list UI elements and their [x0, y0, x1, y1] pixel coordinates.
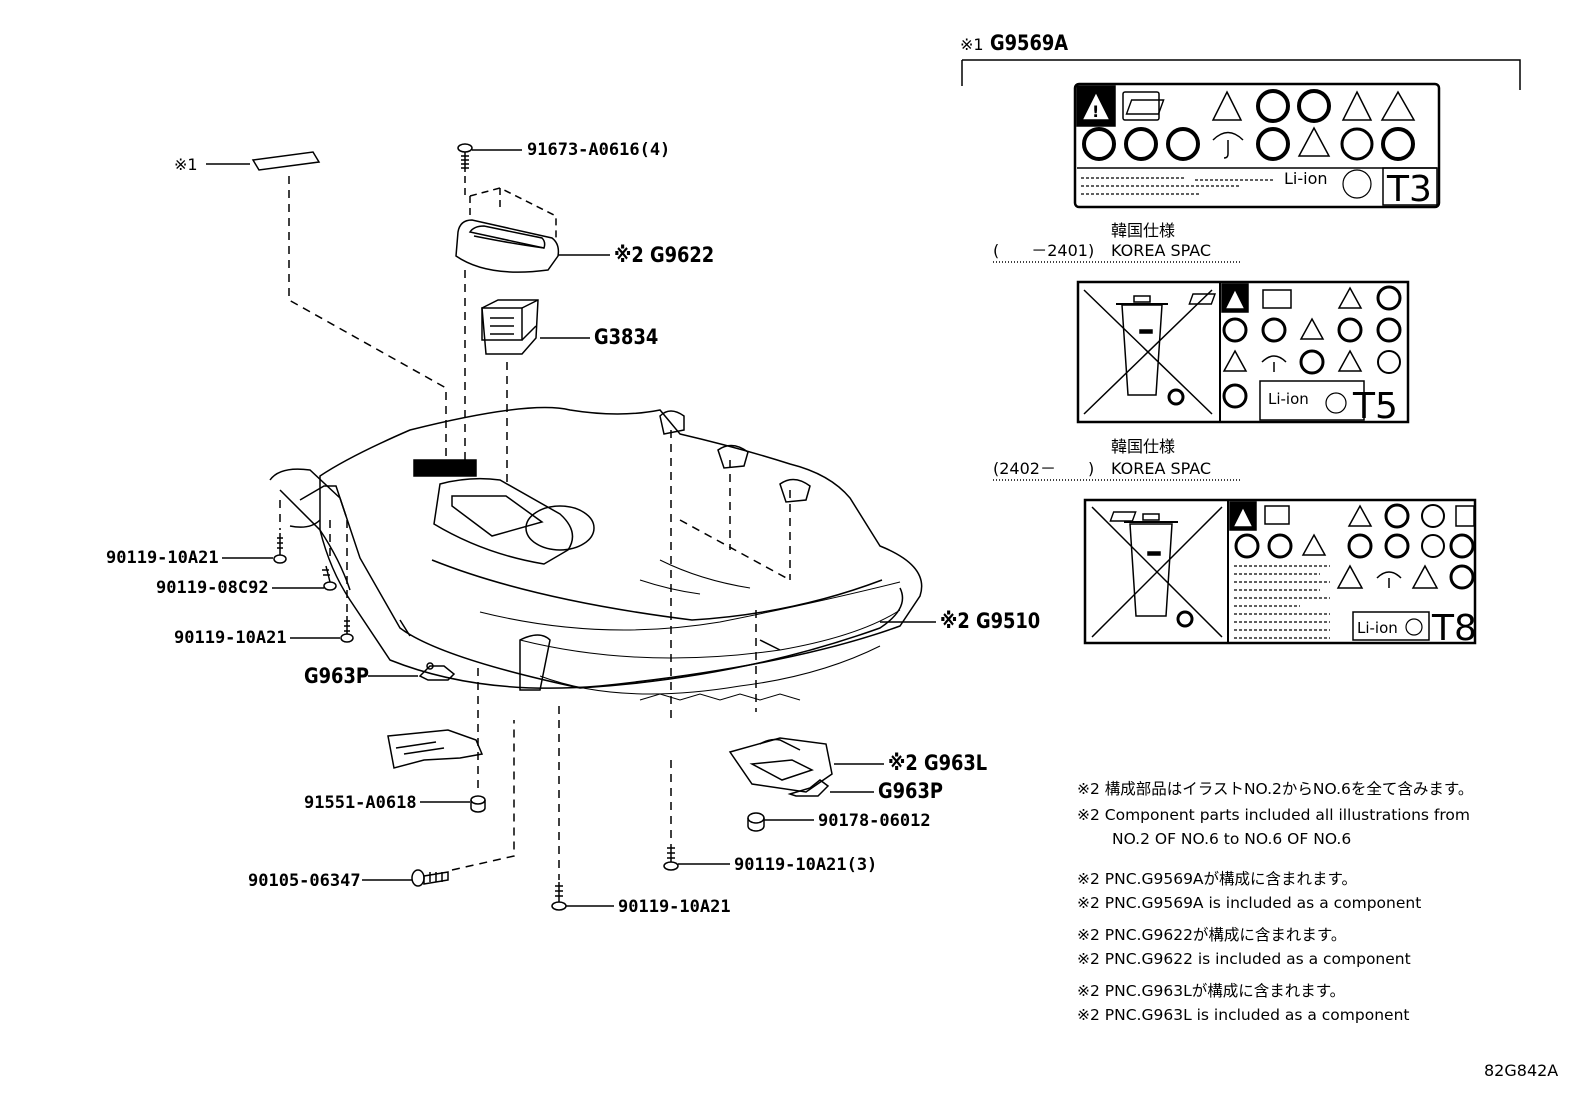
label-panel-t8: Li-ion T8	[1083, 498, 1477, 649]
note-5: ※2 PNC.G9569A is included as a component	[1077, 894, 1421, 912]
header-pnc: G9569A	[990, 31, 1068, 56]
callout-90119-b: 90119-10A21	[174, 628, 287, 648]
note-3: NO.2 OF NO.6 to NO.6 OF NO.6	[1112, 830, 1351, 848]
korea2-jp: 韓国仕様	[1111, 437, 1175, 456]
note-9: ※2 PNC.G963L is included as a component	[1077, 1006, 1409, 1024]
korea2-en: KOREA SPAC	[1111, 459, 1211, 478]
warning-icon-grid	[1109, 501, 1475, 590]
callout-91551: 91551-A0618	[304, 793, 417, 813]
ref1-mark: ※1	[174, 155, 198, 174]
callout-g9510: ※2 G9510	[940, 609, 1040, 634]
li-ion-label: Li-ion	[1268, 390, 1309, 408]
recycle-icon	[1342, 169, 1372, 199]
callout-90105: 90105-06347	[248, 871, 361, 891]
bolt-90119-3	[663, 844, 679, 871]
battery-body-g9510	[269, 406, 923, 701]
korea1-range: ( －2401)	[993, 241, 1094, 260]
warning-icon-row-2	[1082, 126, 1415, 161]
li-ion-label: Li-ion	[1284, 169, 1328, 188]
text-lines	[1081, 177, 1275, 195]
callout-g963p-left: G963P	[304, 664, 369, 689]
callout-91673: 91673-A0616(4)	[527, 140, 670, 160]
li-ion-label: Li-ion	[1357, 619, 1398, 637]
nut-91551	[470, 795, 486, 813]
label-code-t8: T8	[1431, 608, 1477, 649]
svg-text:!: !	[1092, 102, 1099, 121]
note-1: ※2 構成部品はイラストNO.2からNO.6を全て含みます。	[1077, 780, 1473, 798]
callout-90178: 90178-06012	[818, 811, 931, 831]
recycle-icon	[1405, 618, 1423, 636]
cover-g963l	[728, 737, 833, 793]
callout-g963p-right: G963P	[878, 779, 943, 804]
diagram-id: 82G842A	[1484, 1061, 1558, 1080]
recycle-icon	[1325, 392, 1347, 414]
callout-90119-c: 90119-10A21	[618, 897, 731, 917]
header-bracket	[961, 59, 1521, 90]
label-sticker	[251, 151, 321, 171]
bolt-90119-c	[551, 882, 567, 911]
nut-90178	[747, 812, 765, 832]
callout-g963l: ※2 G963L	[888, 751, 987, 776]
callout-90119-a: 90119-10A21	[106, 548, 219, 568]
note-2: ※2 Component parts included all illustra…	[1077, 806, 1470, 824]
header-ref: ※1	[960, 35, 984, 54]
crossed-bin-icon	[1091, 506, 1223, 638]
clip-g963p-left	[418, 662, 456, 681]
callout-g9622: ※2 G9622	[614, 243, 714, 268]
callout-g3834: G3834	[594, 325, 658, 350]
screw-91673	[457, 143, 473, 172]
label-code-t3: T3	[1386, 169, 1432, 210]
note-4: ※2 PNC.G9569Aが構成に含まれます。	[1077, 870, 1357, 888]
clip-g963p-right	[787, 779, 830, 797]
cover-g9622	[455, 219, 560, 273]
korea2-range: (2402－ )	[993, 459, 1094, 478]
plug-g3834	[481, 299, 539, 355]
bolt-90119-b	[340, 616, 354, 643]
callout-90119-3: 90119-10A21(3)	[734, 855, 877, 875]
callout-90119-08c92: 90119-08C92	[156, 578, 269, 598]
bolt-90105	[411, 869, 449, 887]
label-panel-t5: Li-ion T5	[1076, 280, 1410, 427]
note-8: ※2 PNC.G963Lが構成に含まれます。	[1077, 982, 1345, 1000]
note-6: ※2 PNC.G9622が構成に含まれます。	[1077, 926, 1346, 944]
label-code-t5: T5	[1352, 386, 1398, 427]
korea1-en: KOREA SPAC	[1111, 241, 1211, 260]
bolt-90119-a	[273, 533, 287, 564]
crossed-bin-icon	[1083, 289, 1213, 415]
label-panel-t3: !	[1073, 82, 1441, 210]
warning-icon-grid	[1188, 283, 1402, 409]
warning-icon-row-1: !	[1076, 85, 1416, 127]
bolt-90119-08c92	[322, 565, 337, 591]
note-7: ※2 PNC.G9622 is included as a component	[1077, 950, 1411, 968]
korea1-jp: 韓国仕様	[1111, 221, 1175, 240]
bracket-part	[387, 729, 484, 769]
